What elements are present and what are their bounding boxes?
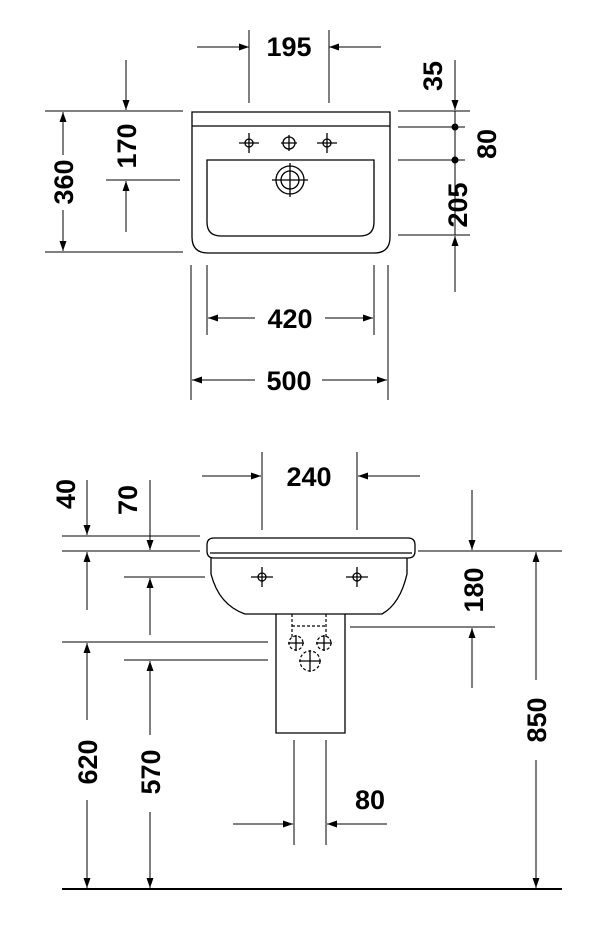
dim-500-label: 500 — [266, 366, 311, 396]
dim-35-label: 35 — [418, 61, 448, 91]
dim-420-label: 420 — [267, 304, 312, 334]
dim-floor-to-drain: 620 — [62, 641, 268, 888]
dim-right-stack: 35 80 205 — [398, 60, 502, 292]
hidden-trap — [288, 614, 332, 672]
dim-850-label: 850 — [522, 697, 552, 742]
dim-205-label: 205 — [443, 182, 473, 227]
dim-40-label: 40 — [51, 479, 81, 509]
basin-bowl-side — [210, 558, 408, 615]
dim-tap-spacing: 195 — [197, 30, 381, 103]
basin-outer-outline — [191, 111, 391, 254]
dim-180-label: 180 — [459, 567, 489, 612]
dim-rim-thickness: 40 — [51, 479, 200, 610]
plan-view: 195 360 170 35 8 — [45, 30, 502, 400]
dim-70-label: 70 — [113, 485, 143, 515]
basin-bowl-outline — [206, 159, 375, 237]
dim-195-label: 195 — [266, 32, 311, 62]
dim-inner-width: 420 — [206, 265, 375, 335]
dim-fixing-to-pedestal: 180 — [350, 490, 562, 688]
basin-rim-outline — [206, 537, 416, 559]
dim-570-label: 570 — [136, 749, 166, 794]
dim-pedestal-width: 80 — [233, 740, 387, 845]
fixing-hole-left — [251, 567, 273, 587]
tap-hole-center — [281, 135, 297, 151]
dim-total-depth: 360 — [45, 110, 183, 253]
elevation-view: 240 40 70 180 850 — [51, 452, 562, 890]
fixing-hole-right — [346, 567, 368, 587]
dim-total-width: 500 — [190, 265, 389, 400]
dim-floor-to-pedestal: 570 — [124, 659, 268, 888]
dim-360-label: 360 — [49, 159, 79, 204]
dim-total-height: 850 — [522, 552, 552, 888]
pedestal-outline — [275, 614, 346, 734]
dim-back-to-drain: 170 — [106, 60, 180, 232]
dim-170-label: 170 — [112, 123, 142, 168]
tap-hole-left — [239, 133, 259, 153]
dim-240-label: 240 — [286, 462, 331, 492]
drain-hole — [272, 163, 308, 197]
dim-fixing-spacing: 240 — [202, 452, 420, 530]
dim-80-top-label: 80 — [472, 129, 502, 159]
tap-hole-right — [317, 133, 337, 153]
dim-80-bottom-label: 80 — [355, 785, 385, 815]
dim-620-label: 620 — [73, 739, 103, 784]
dim-rim-to-fixing: 70 — [113, 480, 205, 635]
